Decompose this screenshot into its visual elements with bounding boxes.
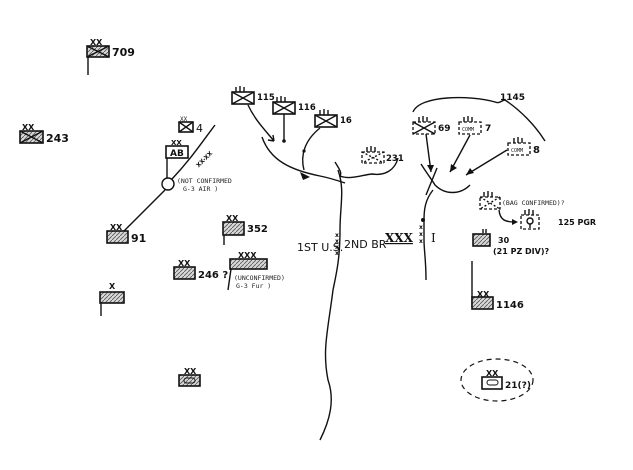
label-corps-xxx: XXX [385,231,414,245]
svg-text:XX: XX [171,139,182,147]
svg-text:XX-XX: XX-XX [195,150,214,169]
unit-231: 231 [361,146,404,164]
corps-boundary-line [423,189,434,281]
svg-text:7: 7 [485,124,491,134]
svg-text:21(?): 21(?) [505,381,531,391]
group-1145-label: 1145 [500,93,525,103]
boundary-mark-corps: x x x [419,224,423,245]
svg-text:XX: XX [477,290,490,299]
svg-text:352: 352 [247,224,268,235]
unit-125-pgr: 30 (21 PZ DIV)? [472,229,549,256]
unit-709: XX 709 [86,38,135,75]
unit-bag-confirmed: (BAG CONFIRMED)? [479,191,565,225]
unit-16: 16 [302,109,352,171]
unit-91: XX 91 [106,223,146,245]
svg-text:116: 116 [298,103,316,113]
svg-text:XXX: XXX [238,251,257,260]
unit-7: COMM 7 [449,116,491,173]
unit-21: XX 21(?) [460,358,534,402]
army-boundary-line [319,169,343,441]
svg-text:XX: XX [184,367,197,376]
note-unconfirmed-1: (UNCONFIRMED) [234,274,285,282]
echelon-xx: XX [90,38,103,47]
note-not-confirmed-2: G-3 AIR ) [183,185,218,193]
unit-8: COMM 8 [465,137,540,176]
unit-243: XX 243 [19,123,69,145]
svg-text:1146: 1146 [496,300,524,311]
unit-airborne: XX AB XX-XX [117,124,216,238]
svg-text:(21 PZ DIV)?: (21 PZ DIV)? [493,247,549,256]
unit-xxx: XXX [227,251,268,291]
unit-30: X [99,282,125,316]
unit-352: XX 352 [222,214,268,245]
label-corps-num: I [431,231,436,245]
svg-text:x: x [335,238,339,245]
svg-text:XX: XX [486,369,499,378]
unit-1146: 125 PGR [520,209,596,230]
svg-text:30: 30 [498,236,510,245]
svg-text:x: x [419,238,423,245]
svg-text:COMM: COMM [511,148,523,154]
svg-text:125 PGR: 125 PGR [558,218,596,227]
svg-text:COMM: COMM [462,127,474,133]
svg-text:XX: XX [180,116,188,123]
unit-115: 115 [231,86,275,142]
unit-116: 116 [272,96,316,143]
svg-text:XX: XX [22,123,35,132]
note-not-confirmed-1: (NOT CONFIRMED [177,177,232,185]
label-second-br: 2ND BR [344,238,387,251]
svg-text:69: 69 [438,124,451,134]
unit-709-label: 709 [112,46,135,59]
svg-text:XX: XX [226,214,239,223]
svg-text:X: X [109,282,116,291]
svg-text:x: x [335,250,339,257]
unit-armored-sw: XX [178,367,201,387]
svg-text:XX: XX [110,223,123,232]
svg-text:x: x [419,224,423,231]
unit-246: XX 246 ? [173,259,228,281]
svg-text:(BAG CONFIRMED)?: (BAG CONFIRMED)? [502,199,565,207]
unit-69: 69 [412,116,451,173]
unit-4-label: 4 [196,122,203,135]
label-first-us: 1ST U.S. [297,241,343,254]
svg-text:16: 16 [340,116,352,126]
unit-4: XX 4 [178,116,203,135]
unit-ab-label: AB [170,149,184,159]
svg-text:91: 91 [131,232,146,245]
svg-text:246 ?: 246 ? [198,270,228,281]
svg-text:x: x [335,232,339,239]
unit-243-label: 243 [46,132,69,145]
unit-716: XX 1146 [471,290,524,311]
note-unconfirmed-2: G-3 Fur ) [236,282,271,290]
svg-text:XX: XX [178,259,191,268]
boundary-mark-army: x x x x [335,232,339,257]
svg-text:8: 8 [533,145,540,156]
svg-text:x: x [419,231,423,238]
svg-text:x: x [335,244,339,251]
svg-text:231: 231 [386,154,404,164]
svg-text:115: 115 [257,93,275,103]
